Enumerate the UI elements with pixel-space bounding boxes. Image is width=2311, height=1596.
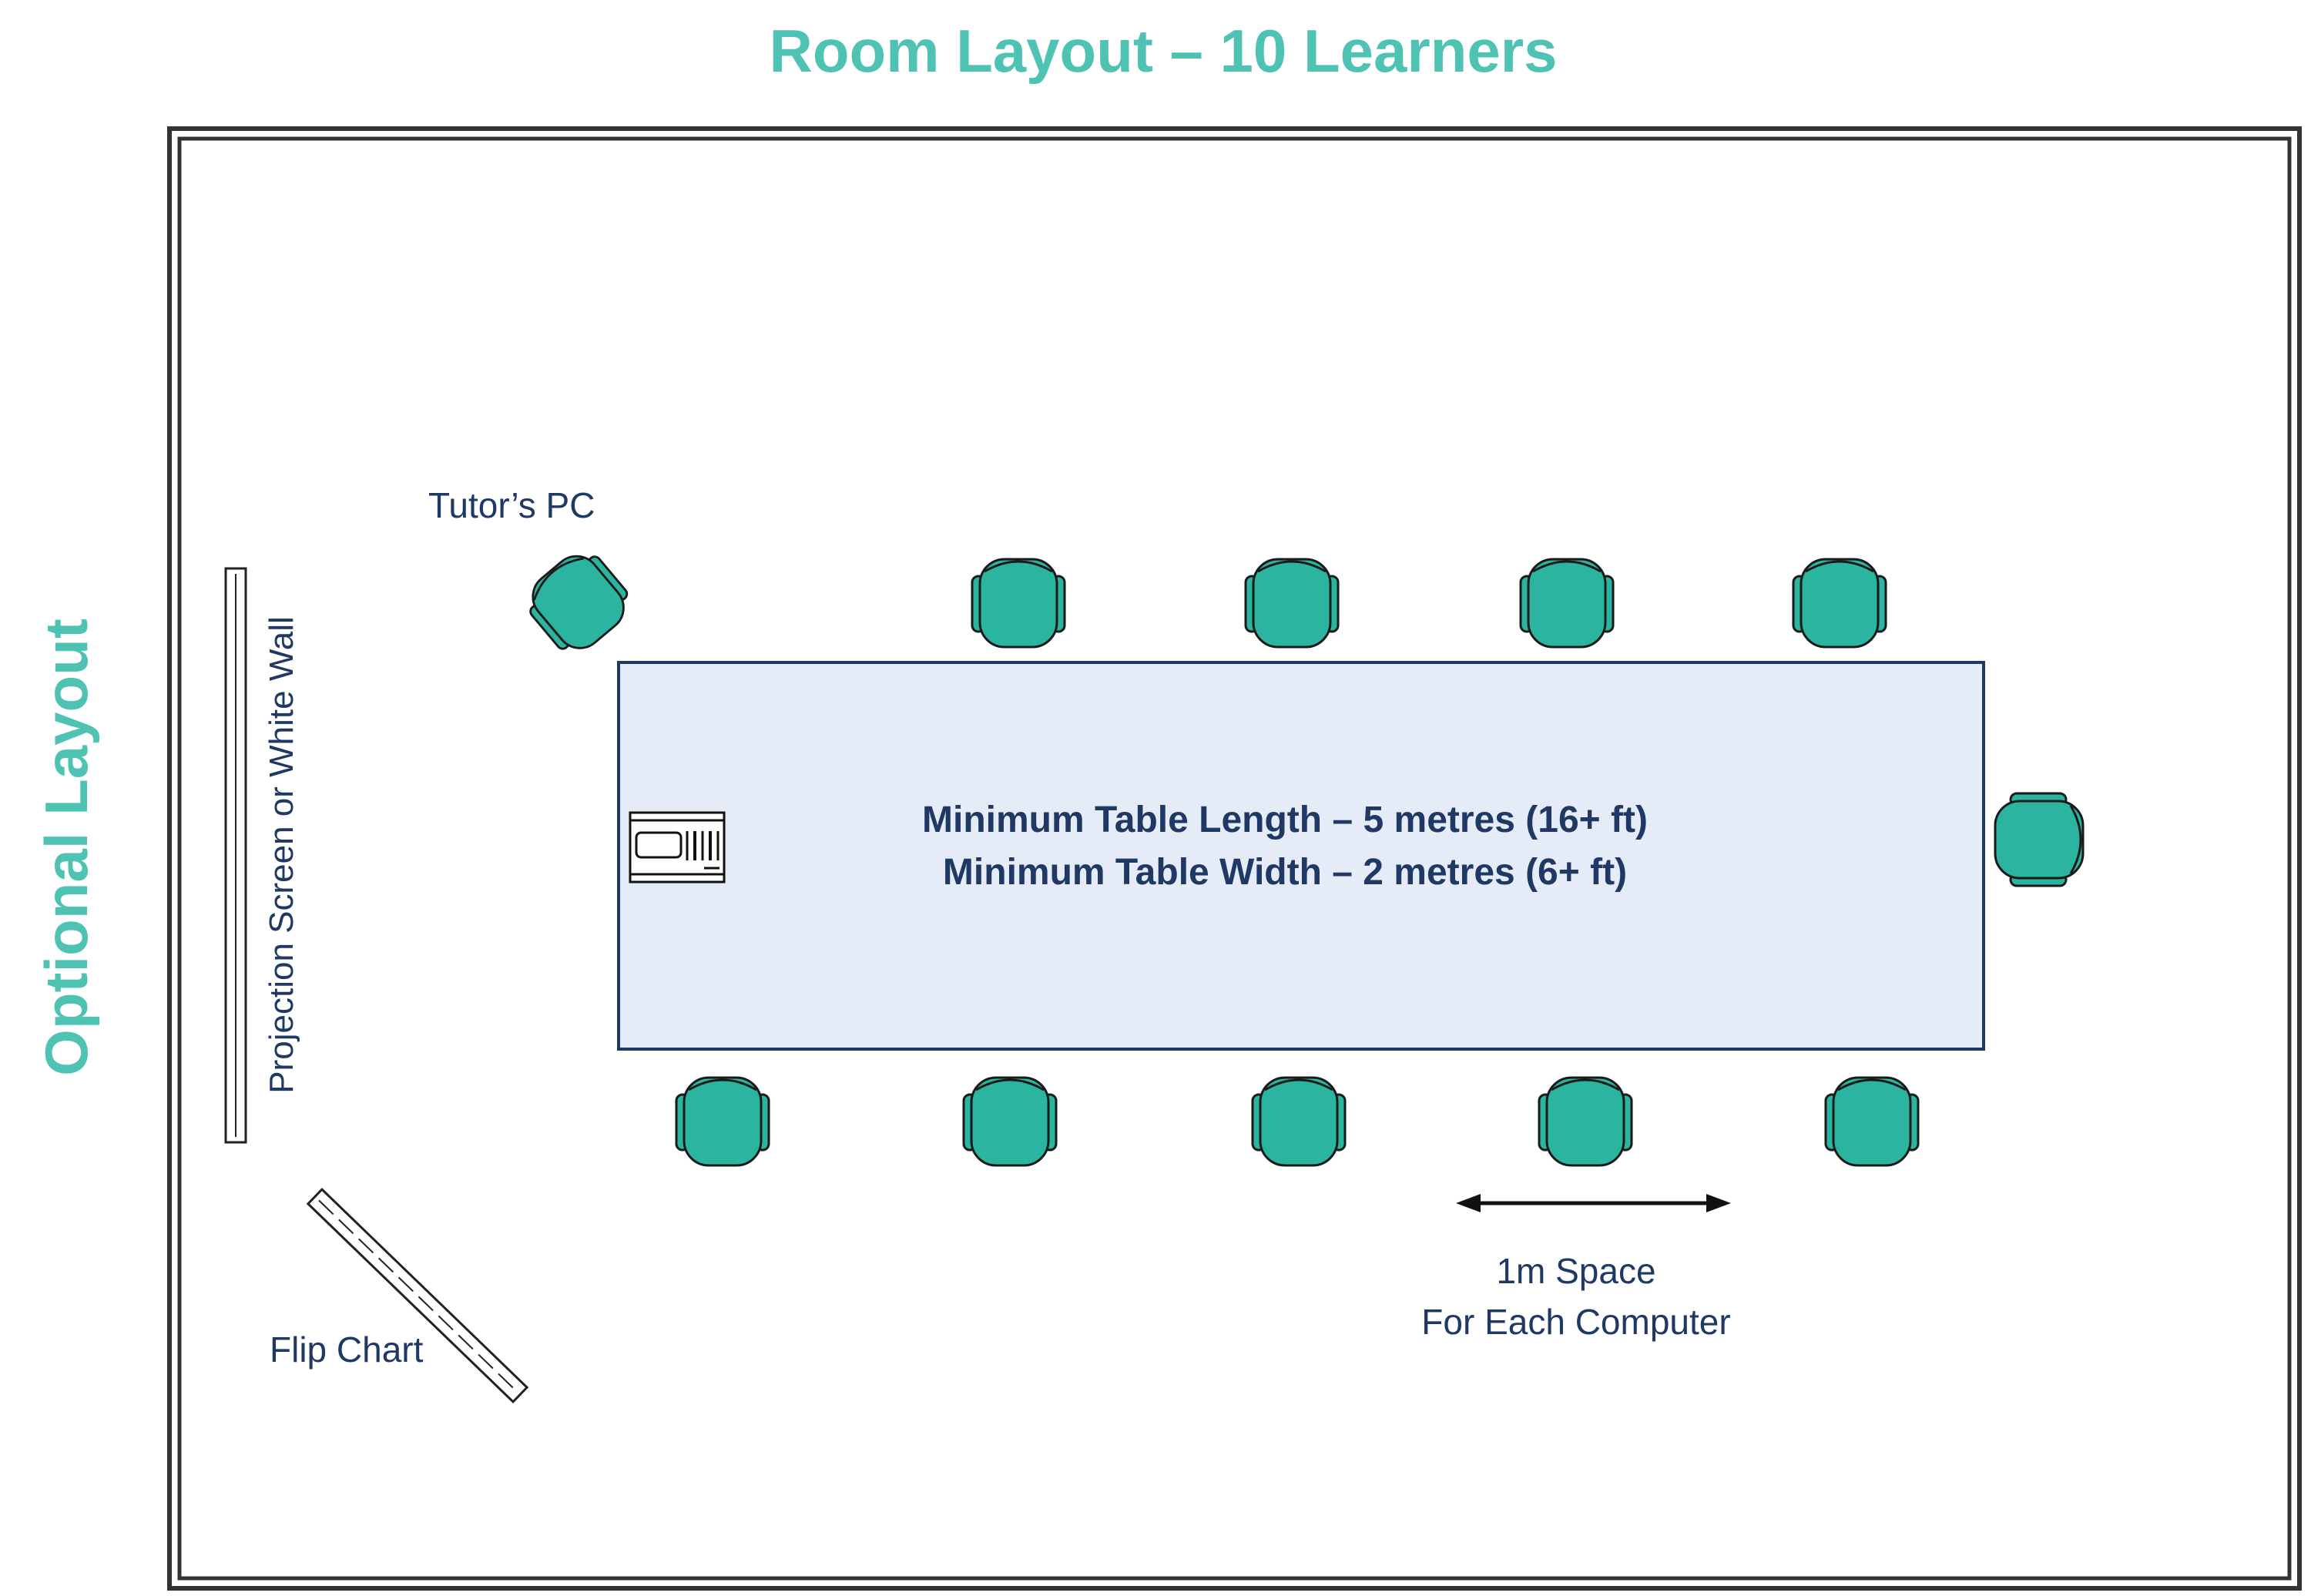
projection-screen-label: Projection Screen or White Wall [263, 616, 300, 1093]
space-label-line2: For Each Computer [1421, 1302, 1730, 1342]
diagram-title: Room Layout – 10 Learners [770, 17, 1558, 85]
flip-chart [306, 1188, 529, 1403]
desktop-computer-icon [629, 811, 726, 884]
table-width-label: Minimum Table Width – 2 metres (6+ ft) [943, 852, 1627, 893]
chair-icon [1994, 792, 2085, 887]
chair-icon [1251, 1076, 1347, 1167]
double-arrow-icon [1456, 1194, 1731, 1212]
chair-icon [962, 1076, 1058, 1167]
chair-icon [675, 1076, 770, 1167]
chair-icon [971, 558, 1066, 649]
table-length-label: Minimum Table Length – 5 metres (16+ ft) [922, 800, 1648, 840]
flip-chart-label: Flip Chart [270, 1329, 424, 1370]
chair-icon [1792, 558, 1887, 649]
space-label-line1: 1m Space [1496, 1251, 1655, 1291]
side-label: Optional Layout [32, 619, 100, 1076]
chair-icon [1244, 558, 1340, 649]
chair-icon [1519, 558, 1615, 649]
projection-screen [224, 567, 247, 1144]
tutor-chair-icon [516, 541, 640, 664]
chair-icon [1538, 1076, 1633, 1167]
tutor-pc-label: Tutor’s PC [428, 485, 595, 525]
room-inner-wall [177, 136, 2292, 1581]
table [617, 661, 1985, 1051]
chair-icon [1824, 1076, 1920, 1167]
room-outer-wall [167, 126, 2302, 1591]
